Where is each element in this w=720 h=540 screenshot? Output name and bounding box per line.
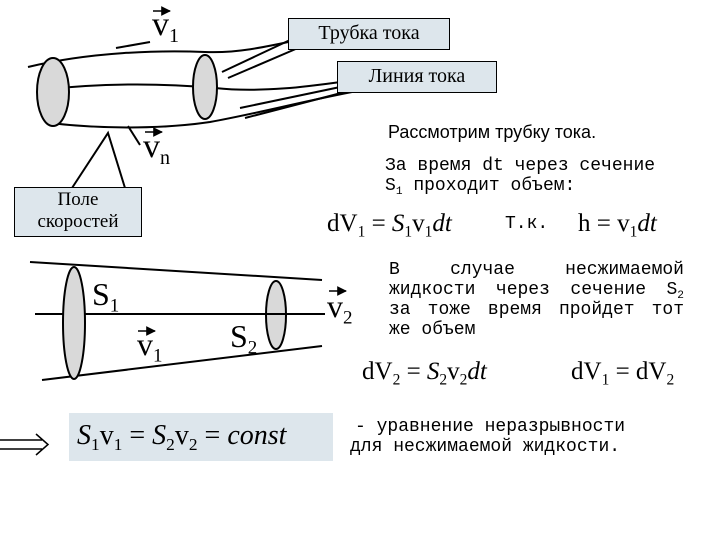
vector-arrows — [138, 6, 347, 336]
pointer-tube — [227, 47, 299, 79]
cross-section-left — [36, 57, 70, 127]
since-text: Т.к. — [505, 214, 549, 234]
pointer-lines — [71, 39, 346, 189]
streamline-label: Линия тока — [368, 65, 466, 87]
pointer-velocity-field — [71, 130, 126, 189]
equation-note-line2: для несжимаемой жидкости. — [350, 437, 621, 457]
cross-section-right — [192, 54, 218, 120]
pointer-streamline — [239, 85, 346, 109]
case-line2: жидкости через сечение S2 — [389, 280, 684, 302]
velocity-field-line2: скоростей — [37, 211, 119, 232]
tube-label-box: Трубка тока — [288, 18, 450, 50]
continuity-equation: S1v1 = S2v2 = const — [77, 420, 287, 455]
during-text-line2: S1 проходит объем: — [385, 176, 576, 198]
pointer-tube-2 — [221, 39, 291, 73]
label-v1: v1 — [152, 6, 179, 47]
consider-text: Рассмотрим трубку тока. — [388, 122, 597, 142]
label-s2: S2 — [230, 318, 258, 359]
case-line1: В случае несжимаемой — [389, 260, 684, 280]
streamline-label-box: Линия тока — [337, 61, 497, 93]
formula-dV1: dV1 = S1v1dt — [327, 210, 452, 241]
pointer-v1 — [115, 41, 151, 49]
case-line4: же объем — [389, 320, 476, 340]
section-s1 — [62, 266, 86, 380]
label-vn: vn — [143, 128, 170, 169]
case-line3: за тоже время пройдет тот — [389, 300, 684, 320]
case-paragraph: В случае несжимаемой жидкости через сече… — [389, 260, 684, 340]
formula-dV2: dV2 = S2v2dt — [362, 358, 487, 389]
label-s1: S1 — [92, 276, 120, 317]
label-v1-lower: v1 — [137, 326, 163, 367]
formula-h: h = v1dt — [578, 210, 657, 241]
during-text-line1: За время dt через сечение — [385, 156, 656, 176]
tube-lower-boundary — [41, 345, 323, 381]
continuity-equation-box: S1v1 = S2v2 = const — [69, 413, 333, 461]
tube-label: Трубка тока — [318, 22, 420, 44]
pointer-vn — [127, 125, 141, 146]
pointer-streamline-2 — [244, 91, 346, 119]
formula-dV1-equals-dV2: dV1 = dV2 — [571, 358, 675, 389]
velocity-field-box: Поле скоростей — [14, 187, 142, 237]
double-arrow-right-icon — [0, 433, 50, 456]
label-v2: v2 — [327, 288, 353, 329]
equation-note-line1: - уравнение неразрывности — [355, 417, 626, 437]
velocity-field-line1: Поле — [57, 189, 99, 210]
tube-upper-boundary — [29, 261, 323, 281]
